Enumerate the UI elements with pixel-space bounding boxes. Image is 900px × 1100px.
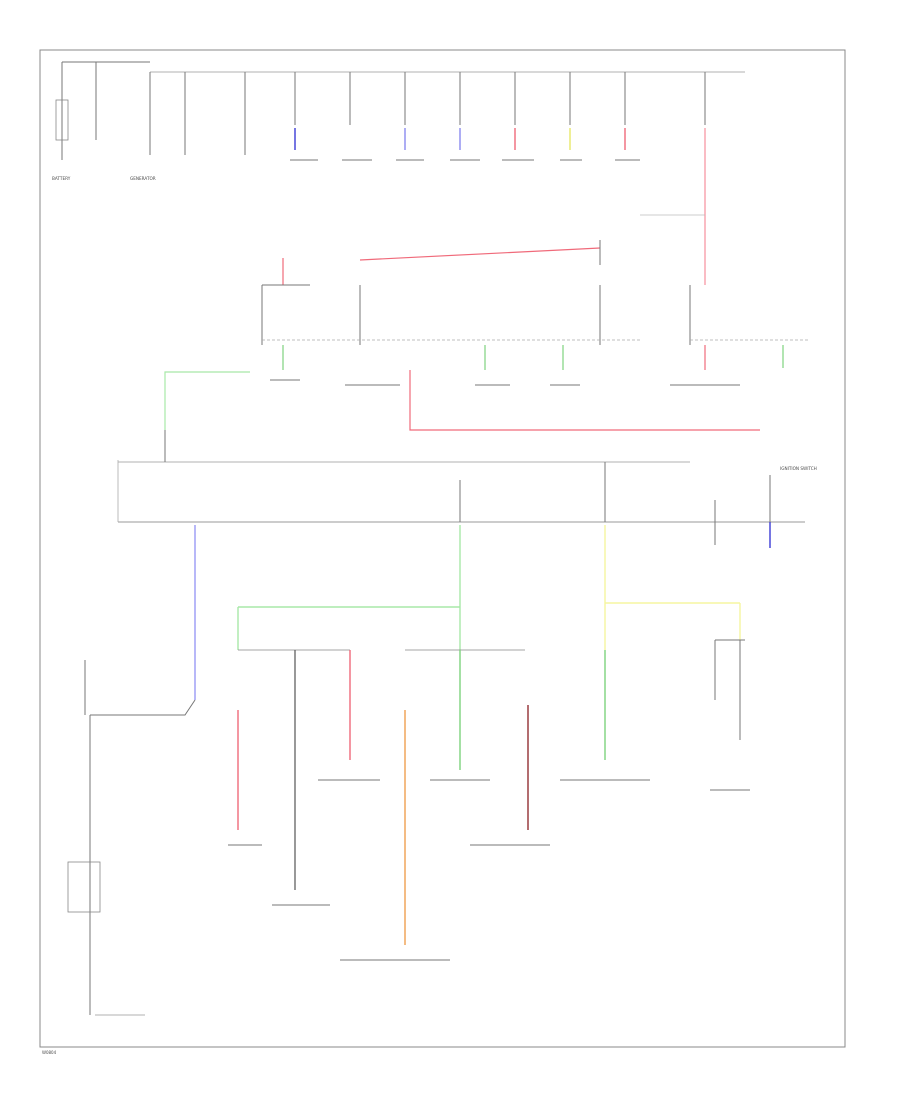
wire-green-left: [164, 371, 250, 430]
wire-red-loop: [409, 370, 760, 431]
ignition-switch-label: IGNITION SWITCH: [780, 466, 817, 471]
lower-distribution: [67, 525, 745, 1016]
battery-label: BATTERY: [52, 176, 71, 181]
junction-row: [164, 240, 810, 431]
wire-red-horizontal: [359, 247, 601, 261]
generator-label: GENERATOR: [130, 176, 156, 181]
component-label-markers: [228, 159, 750, 961]
diagram-frame: [39, 49, 846, 1048]
reference-code: W0804: [42, 1050, 57, 1055]
battery-section: BATTERY GENERATOR: [52, 61, 156, 181]
battery-symbol: [55, 99, 69, 141]
main-supply-line: [149, 71, 745, 155]
top-fuse-outputs: [294, 128, 706, 285]
ignition-switch-bus: IGNITION SWITCH: [117, 430, 817, 548]
fuel-pump-relay: [67, 861, 101, 913]
